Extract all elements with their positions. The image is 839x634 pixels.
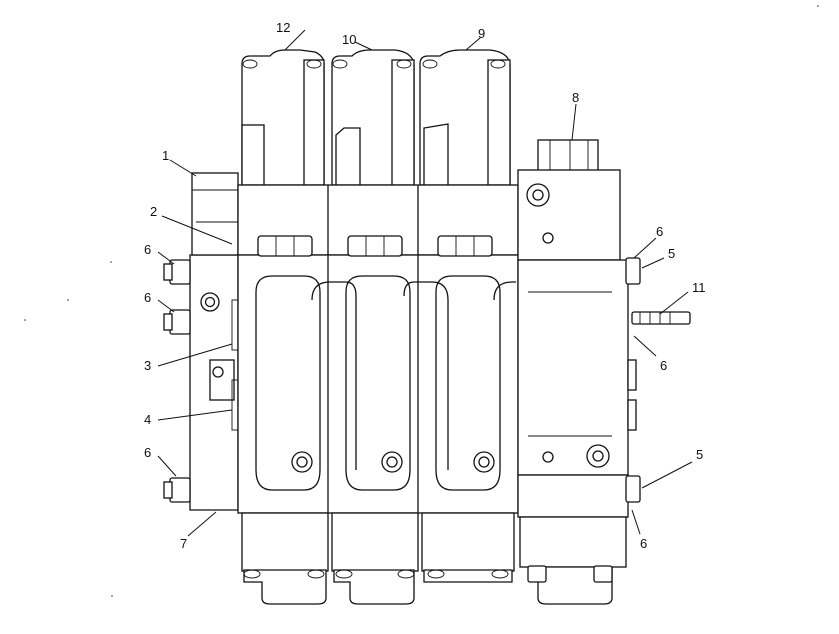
callout-4: 4 [144, 412, 151, 427]
callout-10: 10 [342, 32, 356, 47]
callout-11: 11 [692, 280, 706, 295]
callout-6-left-mid: 6 [144, 290, 151, 305]
callout-7: 7 [180, 536, 187, 551]
bottom-caps [241, 512, 627, 605]
spool-cap-9 [419, 49, 511, 186]
callout-labels: 12 10 9 8 1 2 6 6 3 4 6 7 6 5 11 6 5 6 [144, 20, 706, 551]
callout-5-right-top: 5 [668, 246, 675, 261]
spool-cap-10 [331, 49, 415, 186]
outlet-block [517, 139, 691, 518]
leader-lines [157, 29, 693, 537]
callout-8: 8 [572, 90, 579, 105]
callout-5-right-bottom: 5 [696, 447, 703, 462]
inlet-block [163, 172, 239, 511]
callout-1: 1 [162, 148, 169, 163]
callout-2: 2 [150, 204, 157, 219]
callout-6-right-bottom: 6 [640, 536, 647, 551]
callout-6-left-top: 6 [144, 242, 151, 257]
callout-12: 12 [276, 20, 290, 35]
valve-body [237, 184, 519, 514]
scan-specks [24, 5, 819, 597]
callout-3: 3 [144, 358, 151, 373]
callout-6-right-top: 6 [656, 224, 663, 239]
callout-6-right-mid: 6 [660, 358, 667, 373]
spool-cap-12 [241, 49, 325, 186]
callout-9: 9 [478, 26, 485, 41]
callout-6-left-bottom: 6 [144, 445, 151, 460]
